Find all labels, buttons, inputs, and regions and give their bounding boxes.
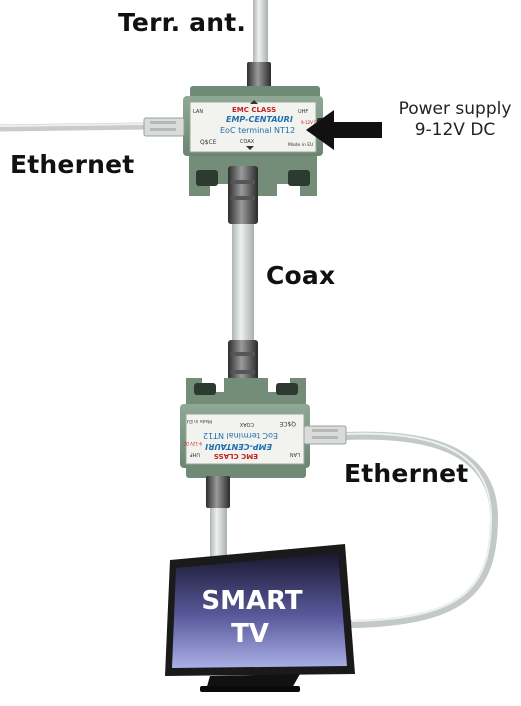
brand-name: EMP-CENTAURI: [226, 115, 293, 124]
port-label-coax: COAX: [239, 421, 254, 427]
tv-label-line1: SMART: [201, 586, 303, 616]
antenna-coax-cable: [253, 0, 268, 68]
label-ethernet-top: Ethernet: [10, 150, 135, 179]
label-coax: Coax: [266, 261, 336, 290]
coax-cable-to-tv: [210, 505, 227, 565]
port-label-uhf: UHF: [190, 451, 200, 457]
origin-text: Made in EU: [288, 142, 313, 148]
coax-cable-between-devices: [232, 222, 254, 350]
power-supply-line2: 9-12V DC: [414, 120, 496, 140]
power-tag: 9-12V DC: [183, 441, 202, 446]
smart-tv: SMART TV: [165, 544, 355, 692]
device-label-panel: [185, 413, 305, 465]
tv-screen: [172, 553, 347, 668]
port-label-lan: LAN: [290, 451, 300, 457]
f-connector-bottom-uhf: [206, 476, 230, 508]
eoc-terminal-top: EMC CLASS EMP-CENTAURI EoC terminal NT12…: [143, 62, 325, 224]
tv-label-line2: TV: [231, 619, 269, 649]
power-supply-line1: Power supply: [398, 99, 512, 119]
emc-class-badge: EMC CLASS: [214, 452, 258, 460]
ethernet-cable-bottom: [340, 431, 499, 628]
port-label-coax: COAX: [240, 139, 255, 145]
cert-mark: Q$CE: [200, 139, 217, 146]
cert-mark: Q$CE: [279, 420, 296, 427]
model-name: EoC terminal NT12: [203, 431, 278, 440]
emc-class-badge: EMC CLASS: [232, 106, 276, 114]
f-connector-top-uhf: [247, 62, 271, 92]
label-power-supply: Power supply 9-12V DC: [385, 99, 521, 141]
label-terr-ant: Terr. ant.: [118, 8, 247, 37]
port-label-lan: LAN: [193, 109, 203, 115]
ethernet-cable-top: [0, 122, 154, 132]
rj45-plug-bottom: [303, 425, 347, 445]
rj45-plug-top: [143, 117, 185, 137]
power-tag: 9-12V DC: [301, 120, 320, 125]
port-label-uhf: UHF: [298, 109, 308, 115]
f-connector-top-coax: [228, 166, 258, 224]
model-name: EoC terminal NT12: [220, 126, 295, 135]
power-supply-arrow: [306, 110, 382, 150]
origin-text: Made in EU: [187, 418, 212, 424]
label-ethernet-bottom: Ethernet: [344, 459, 469, 488]
eoc-terminal-bottom: EMC CLASS EMP-CENTAURI EoC terminal NT12…: [180, 340, 347, 508]
brand-name: EMP-CENTAURI: [205, 442, 272, 451]
